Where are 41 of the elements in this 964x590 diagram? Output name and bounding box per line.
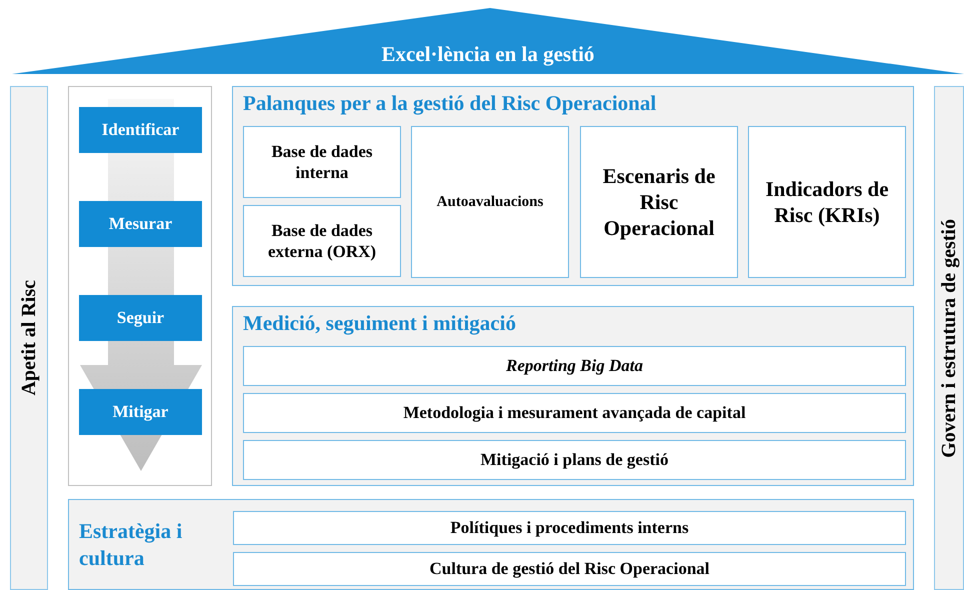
label-text: Base de dades externa (ORX) xyxy=(266,220,378,262)
process-column xyxy=(68,86,212,486)
label-text: Govern i estrutura de gestió xyxy=(938,218,960,458)
item-bar xyxy=(243,440,906,480)
lever-box xyxy=(243,126,401,198)
label-text: Seguir xyxy=(116,308,164,328)
label-text: Apetit al Risc xyxy=(18,280,40,396)
pillar-panel xyxy=(10,86,48,590)
pillar-panel xyxy=(934,86,964,590)
label-text: Indicadors de Risc (KRIs) xyxy=(764,176,890,228)
roof-banner xyxy=(12,8,964,74)
label-text: Excel·lència en la gestió xyxy=(380,42,596,67)
item-bar xyxy=(243,393,906,433)
label-text: Escenaris de Risc Operacional xyxy=(602,162,716,242)
section-title: Medició, seguiment i mitigació xyxy=(243,311,516,336)
label-text: Polítiques i procediments interns xyxy=(450,517,689,539)
label-text: Reporting Big Data xyxy=(506,355,643,377)
step-box xyxy=(79,107,202,153)
lever-box xyxy=(748,126,906,278)
label-text: Mitigació i plans de gestió xyxy=(480,449,668,471)
step-box xyxy=(79,201,202,247)
item-bar xyxy=(243,346,906,386)
section-panel xyxy=(232,86,914,286)
section-panel xyxy=(232,306,914,486)
step-box xyxy=(79,295,202,341)
label-text: Identificar xyxy=(102,120,180,140)
lever-box xyxy=(411,126,569,278)
lever-box xyxy=(243,205,401,277)
lever-box xyxy=(580,126,738,278)
label-text: Base de dades interna xyxy=(270,140,374,184)
item-bar xyxy=(233,511,906,545)
section-title: Estratègia i cultura xyxy=(79,518,184,572)
section-panel xyxy=(68,499,914,590)
label-text: Mesurar xyxy=(108,214,172,234)
label-text: Mitigar xyxy=(112,402,168,422)
label-text: Autoavaluacions xyxy=(436,192,544,212)
step-box xyxy=(79,389,202,435)
label-text: Metodologia i mesurament avançada de capital xyxy=(403,402,746,424)
item-bar xyxy=(233,552,906,586)
label-text: Cultura de gestió del Risc Operacional xyxy=(429,558,710,580)
section-title: Palanques per a la gestió del Risc Operacional xyxy=(243,91,656,116)
